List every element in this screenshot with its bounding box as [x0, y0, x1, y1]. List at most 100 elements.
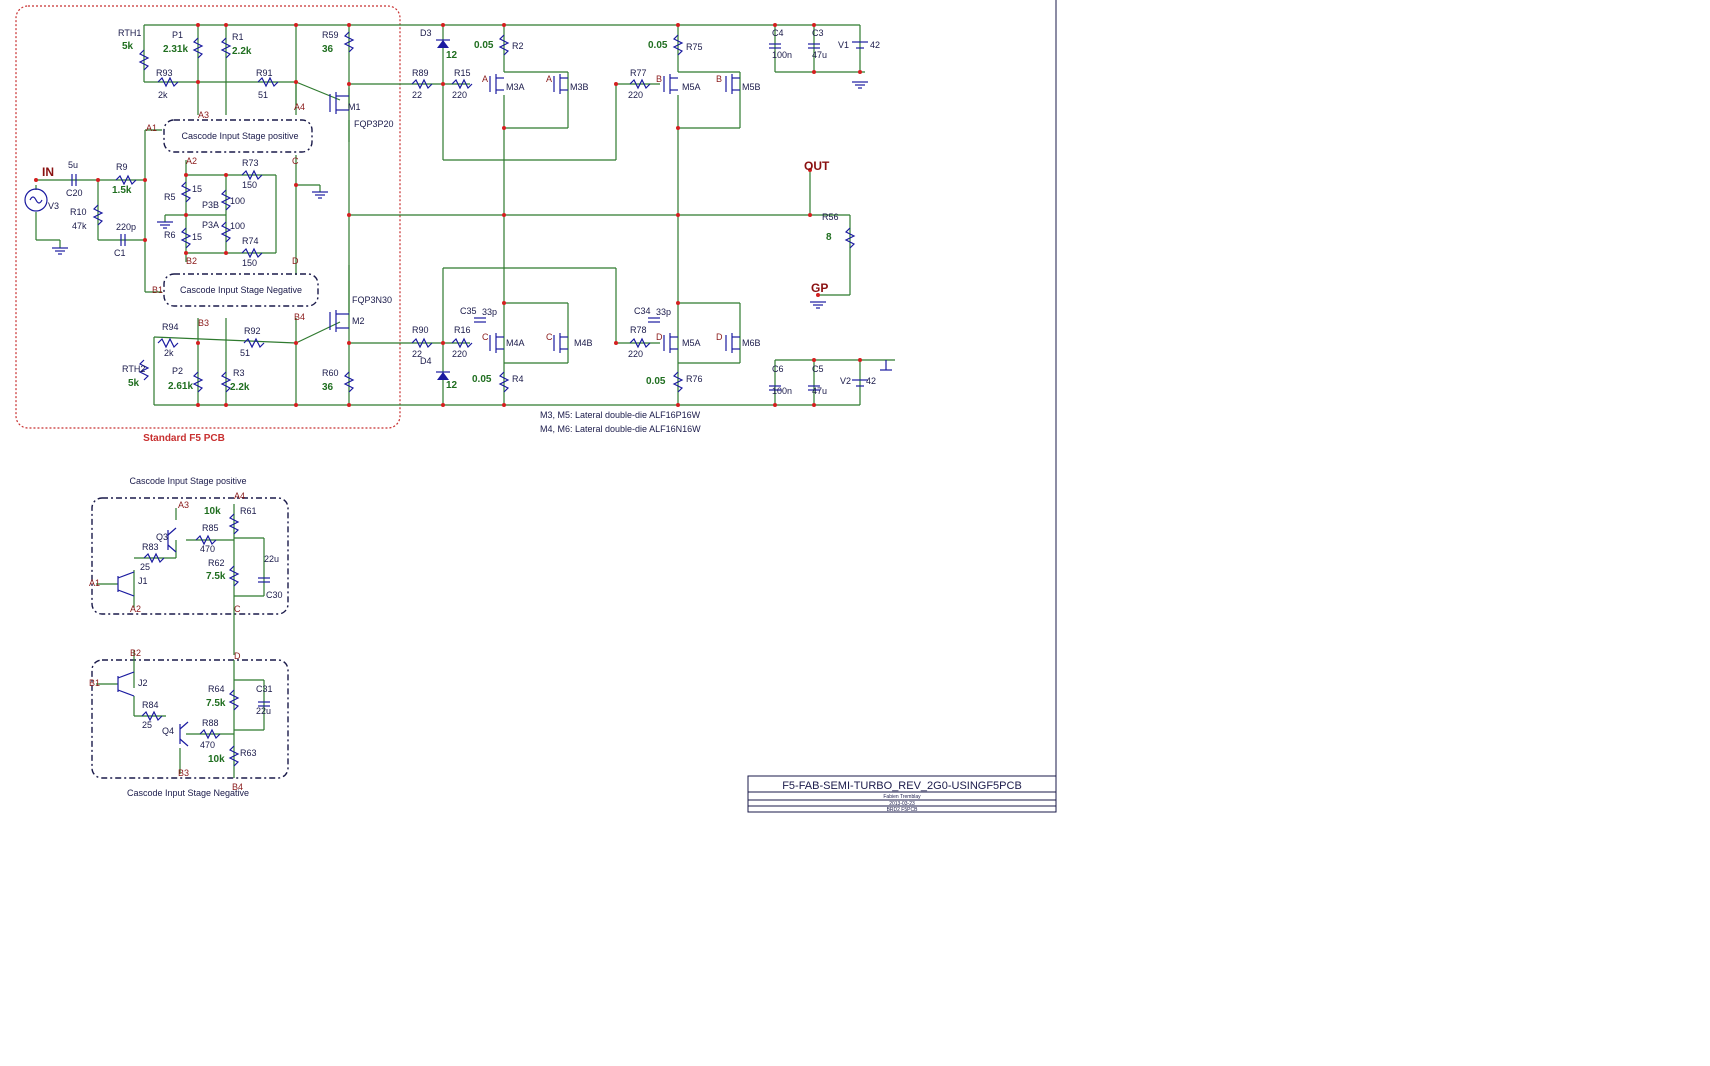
detail-negative-box	[91, 659, 289, 779]
r6-value: 15	[192, 232, 202, 242]
r76-value: 0.05	[646, 376, 666, 387]
p3b-value: 100	[230, 196, 245, 206]
r83-value: 25	[140, 562, 150, 572]
c4-ref: C4	[772, 28, 784, 38]
rail-wires	[35, 24, 895, 406]
title-block: F5-FAB-SEMI-TURBO_REV_2G0-USINGF5PCB Fab…	[747, 775, 1057, 813]
r84-ref: R84	[142, 700, 159, 710]
r85-value: 470	[200, 544, 215, 554]
r83-ref: R83	[142, 542, 159, 552]
pcb-boundary	[15, 5, 401, 429]
capacitor-symbols	[71, 43, 820, 391]
p1-value: 2.31k	[163, 44, 188, 55]
stage-box-negative-label: Cascode Input Stage Negative	[180, 285, 302, 295]
p2-value: 2.61k	[168, 381, 193, 392]
pcb-label: Standard F5 PCB	[143, 433, 225, 444]
c6-ref: C6	[772, 364, 784, 374]
v2-battery-icon	[852, 379, 868, 387]
junction-dots	[34, 23, 862, 407]
c3-value: 47u	[812, 50, 827, 60]
mosfet-symbols	[329, 74, 740, 353]
dp-tag-a1: A1	[89, 578, 100, 588]
c1-ref: C1	[114, 248, 126, 258]
r56-value: 8	[826, 232, 832, 243]
detail-positive-labels: A3 A4 A1 A2 C Q3 R83 25 J1 R85 470 10k R…	[89, 491, 283, 614]
v2-value: 42	[866, 376, 876, 386]
stage-box-positive-label: Cascode Input Stage positive	[181, 131, 298, 141]
r16-ref: R16	[454, 325, 471, 335]
r10-value: 47k	[72, 221, 87, 231]
tag-a3: A3	[198, 110, 209, 120]
r74-value: 150	[242, 258, 257, 268]
r88-value: 470	[200, 740, 215, 750]
c34-ref: C34	[634, 306, 651, 316]
m1-value: FQP3P20	[354, 119, 394, 129]
tag-m5b-gate: B	[716, 74, 722, 84]
detail-positive-box	[91, 497, 289, 615]
j1-ref: J1	[138, 576, 148, 586]
zener-d4-icon	[436, 371, 450, 380]
r1-ref: R1	[232, 32, 244, 42]
c31-ref: C31	[256, 684, 273, 694]
r91-ref: R91	[256, 68, 273, 78]
c20-ref: C20	[66, 188, 83, 198]
tag-b1: B1	[152, 285, 163, 295]
dp-tag-c: C	[234, 604, 241, 614]
tag-m3a-gate: A	[482, 74, 488, 84]
d4-ref: D4	[420, 356, 432, 366]
r62-ref: R62	[208, 558, 225, 568]
c3-ref: C3	[812, 28, 824, 38]
r2-ref: R2	[512, 41, 524, 51]
v1-ref: V1	[838, 40, 849, 50]
d3-ref: D3	[420, 28, 432, 38]
r9-value: 1.5k	[112, 185, 132, 196]
c30-value: 22u	[264, 554, 279, 564]
r9-ref: R9	[116, 162, 128, 172]
v3-source-icon	[24, 188, 48, 212]
tag-d: D	[292, 256, 299, 266]
r94-ref: R94	[162, 322, 179, 332]
title-line3: BRD2 F5PCB	[887, 807, 919, 813]
tag-m4b-gate: C	[546, 332, 553, 342]
p3a-value: 100	[230, 221, 245, 231]
q3-ref: Q3	[156, 532, 168, 542]
stage-box-positive	[163, 119, 313, 153]
c34-value: 33p	[656, 307, 671, 317]
dn-tag-b1: B1	[89, 678, 100, 688]
rth1-ref: RTH1	[118, 28, 141, 38]
r77-value: 220	[628, 90, 643, 100]
tag-a4: A4	[294, 102, 305, 112]
rth2-value: 5k	[128, 378, 140, 389]
c30-ref: C30	[266, 590, 283, 600]
note-line-1: M3, M5: Lateral double-die ALF16P16W	[540, 410, 701, 420]
r94-value: 2k	[164, 348, 174, 358]
p3a-ref: P3A	[202, 220, 219, 230]
c5-ref: C5	[812, 364, 824, 374]
p2-ref: P2	[172, 366, 183, 376]
r78-value: 220	[628, 349, 643, 359]
r75-ref: R75	[686, 42, 703, 52]
dn-tag-b3: B3	[178, 768, 189, 778]
r60-value: 36	[322, 382, 334, 393]
net-tags: A1 A2 A3 A4 B1 B2 B3 B4 C D A A B B C C …	[146, 74, 723, 342]
m6b-ref: M6B	[742, 338, 761, 348]
r89-value: 22	[412, 90, 422, 100]
r1-value: 2.2k	[232, 46, 252, 57]
r4-ref: R4	[512, 374, 524, 384]
detail-positive-title: Cascode Input Stage positive	[129, 476, 246, 486]
c20-value: 5u	[68, 160, 78, 170]
d3-value: 12	[446, 50, 458, 61]
r78-ref: R78	[630, 325, 647, 335]
tag-m6b-gate: D	[716, 332, 723, 342]
port-out: OUT	[804, 159, 830, 173]
r15-value: 220	[452, 90, 467, 100]
r75-value: 0.05	[648, 40, 668, 51]
r64-ref: R64	[208, 684, 225, 694]
m2-value: FQP3N30	[352, 295, 392, 305]
tag-b4: B4	[294, 312, 305, 322]
dp-tag-a3: A3	[178, 500, 189, 510]
note-line-2: M4, M6: Lateral double-die ALF16N16W	[540, 424, 701, 434]
r3-value: 2.2k	[230, 382, 250, 393]
r61-value: 10k	[204, 506, 221, 517]
